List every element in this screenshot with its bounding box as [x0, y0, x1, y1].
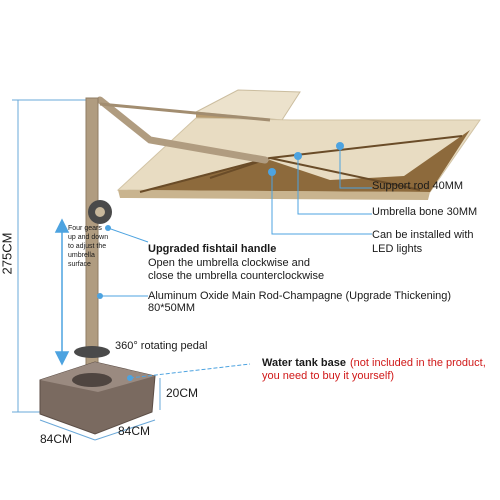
height-dimension-label: 275CM — [0, 232, 15, 275]
callout-dots — [97, 142, 344, 381]
water-tank-note-line2: you need to buy it yourself) — [262, 370, 395, 382]
led-label-line1: Can be installed with — [372, 229, 474, 241]
base-width-right-line — [94, 419, 156, 441]
umbrella-ribs — [139, 135, 463, 193]
fishtail-title: Upgraded fishtail handle — [148, 243, 277, 255]
gear-adjust-arrows — [54, 218, 70, 366]
canopy-hem — [118, 190, 430, 200]
led-label-line2: LED lights — [372, 243, 423, 255]
rotating-pedal — [74, 346, 110, 358]
base-width-left-line — [39, 419, 96, 441]
canopy-underside — [120, 130, 470, 192]
rotating-pedal-label: 360° rotating pedal — [115, 340, 208, 352]
cantilever-arm — [96, 96, 269, 164]
fishtail-line1: Open the umbrella clockwise and — [148, 257, 311, 269]
water-tank-note-line1: (not included in the product, — [350, 357, 486, 369]
base-height-label: 20CM — [166, 386, 199, 400]
umbrella-bone-label: Umbrella bone 30MM — [372, 206, 478, 218]
water-tank-title: Water tank base — [262, 357, 346, 369]
main-rod-line2: 80*50MM — [148, 302, 196, 314]
support-rod-label: Support rod 40MM — [372, 180, 464, 192]
base-width-right-label: 84CM — [118, 424, 151, 438]
base-width-left-label: 84CM — [40, 432, 73, 446]
upper-support-rod — [99, 102, 271, 122]
gears-label: Four gears up and down to adjust the umb… — [68, 225, 109, 268]
fishtail-line2: close the umbrella counterclockwise — [148, 270, 325, 282]
callout-lines — [100, 148, 372, 379]
main-rod-line1: Aluminum Oxide Main Rod-Champagne (Upgra… — [148, 290, 452, 302]
